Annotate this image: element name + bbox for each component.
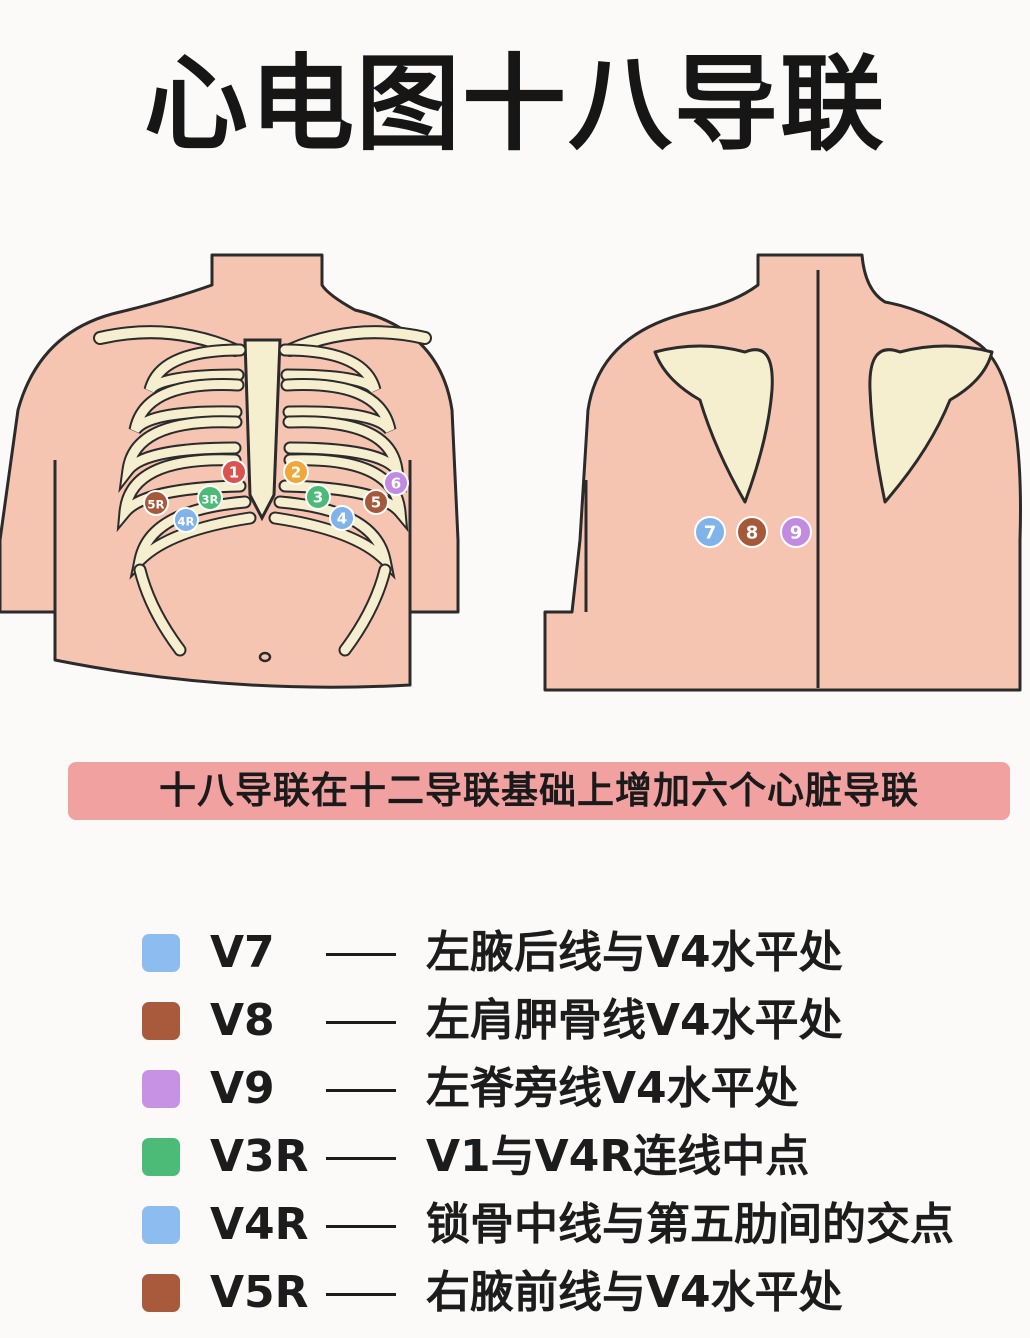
- lead-description: 左肩胛骨线V4水平处: [426, 995, 843, 1046]
- legend-item-v7: V7 左腋后线与V4水平处: [140, 926, 1020, 994]
- electrode-4r: 4R: [173, 507, 199, 533]
- legend-item-v4r: V4R 锁骨中线与第五肋间的交点: [140, 1198, 1020, 1266]
- info-banner: 十八导联在十二导联基础上增加六个心脏导联: [68, 762, 1010, 820]
- electrode-dot: [305, 484, 331, 510]
- lead-description: 锁骨中线与第五肋间的交点: [426, 1199, 954, 1250]
- lead-name: V7: [210, 927, 275, 978]
- electrode-5r: 5R: [143, 490, 169, 516]
- front-electrodes: 1 234 56 3R 4R 5R: [143, 459, 409, 533]
- electrode-4: 4: [329, 505, 355, 531]
- electrode-dot: [221, 459, 247, 485]
- electrode-9: 9: [780, 516, 812, 548]
- page-title: 心电图十八导联: [143, 43, 886, 165]
- color-swatch: [142, 1274, 180, 1312]
- dash-divider: [326, 1225, 396, 1228]
- color-swatch: [142, 1138, 180, 1176]
- lead-description: 左脊旁线V4水平处: [426, 1063, 799, 1114]
- dash-divider: [326, 1157, 396, 1160]
- color-swatch: [142, 934, 180, 972]
- legend-item-v5r: V5R 右腋前线与V4水平处: [140, 1266, 1020, 1334]
- electrode-label: 6: [391, 474, 401, 492]
- electrode-label: 5: [371, 493, 381, 511]
- electrode-3: 3: [305, 484, 331, 510]
- electrode-dot: [780, 516, 812, 548]
- dash-divider: [326, 953, 396, 956]
- lead-description: 右腋前线与V4水平处: [426, 1267, 843, 1318]
- color-swatch: [142, 1002, 180, 1040]
- electrode-dot: [283, 459, 309, 485]
- electrode-dot: [694, 516, 726, 548]
- lead-description: V1与V4R连线中点: [426, 1131, 810, 1182]
- lead-description: 左腋后线与V4水平处: [426, 927, 843, 978]
- electrode-label: 7: [704, 522, 717, 543]
- electrode-label: 4R: [177, 514, 194, 528]
- electrode-label: 5R: [147, 497, 164, 511]
- electrode-dot: [197, 485, 223, 511]
- electrode-8: 8: [736, 516, 768, 548]
- lead-name: V8: [210, 995, 275, 1046]
- electrode-dot: [173, 507, 199, 533]
- dash-divider: [326, 1293, 396, 1296]
- electrode-1: 1: [221, 459, 247, 485]
- electrode-label: 8: [746, 522, 759, 543]
- electrode-label: 3: [313, 488, 323, 506]
- legend-item-v3r: V3R V1与V4R连线中点: [140, 1130, 1020, 1198]
- legend-item-v9: V9 左脊旁线V4水平处: [140, 1062, 1020, 1130]
- electrode-label: 3R: [201, 492, 218, 506]
- electrode-dot: [363, 489, 389, 515]
- electrode-label: 1: [229, 463, 239, 481]
- electrode-6: 6: [383, 470, 409, 496]
- color-swatch: [142, 1070, 180, 1108]
- back-torso: [543, 253, 1022, 692]
- electrode-3r: 3R: [197, 485, 223, 511]
- electrode-label: 9: [790, 522, 803, 543]
- lead-name: V5R: [210, 1267, 309, 1318]
- electrode-dot: [143, 490, 169, 516]
- back-electrodes: 7 8 9: [694, 516, 812, 548]
- electrode-dot: [736, 516, 768, 548]
- legend-item-v8: V8 左肩胛骨线V4水平处: [140, 994, 1020, 1062]
- dash-divider: [326, 1021, 396, 1024]
- lead-name: V9: [210, 1063, 275, 1114]
- lead-legend: V7 左腋后线与V4水平处 V8 左肩胛骨线V4水平处 V9 左脊旁线V4水平处…: [140, 926, 1020, 1334]
- electrode-5: 5: [363, 489, 389, 515]
- color-swatch: [142, 1206, 180, 1244]
- lead-name: V4R: [210, 1199, 309, 1250]
- electrode-dot: [383, 470, 409, 496]
- electrode-2: 2: [283, 459, 309, 485]
- electrode-label: 2: [291, 463, 301, 481]
- dash-divider: [326, 1089, 396, 1092]
- electrode-label: 4: [337, 509, 347, 527]
- electrode-dot: [329, 505, 355, 531]
- chest-illustration: 1 234 56 3R 4R 5R 7 8 9: [0, 253, 1022, 692]
- lead-name: V3R: [210, 1131, 309, 1182]
- electrode-7: 7: [694, 516, 726, 548]
